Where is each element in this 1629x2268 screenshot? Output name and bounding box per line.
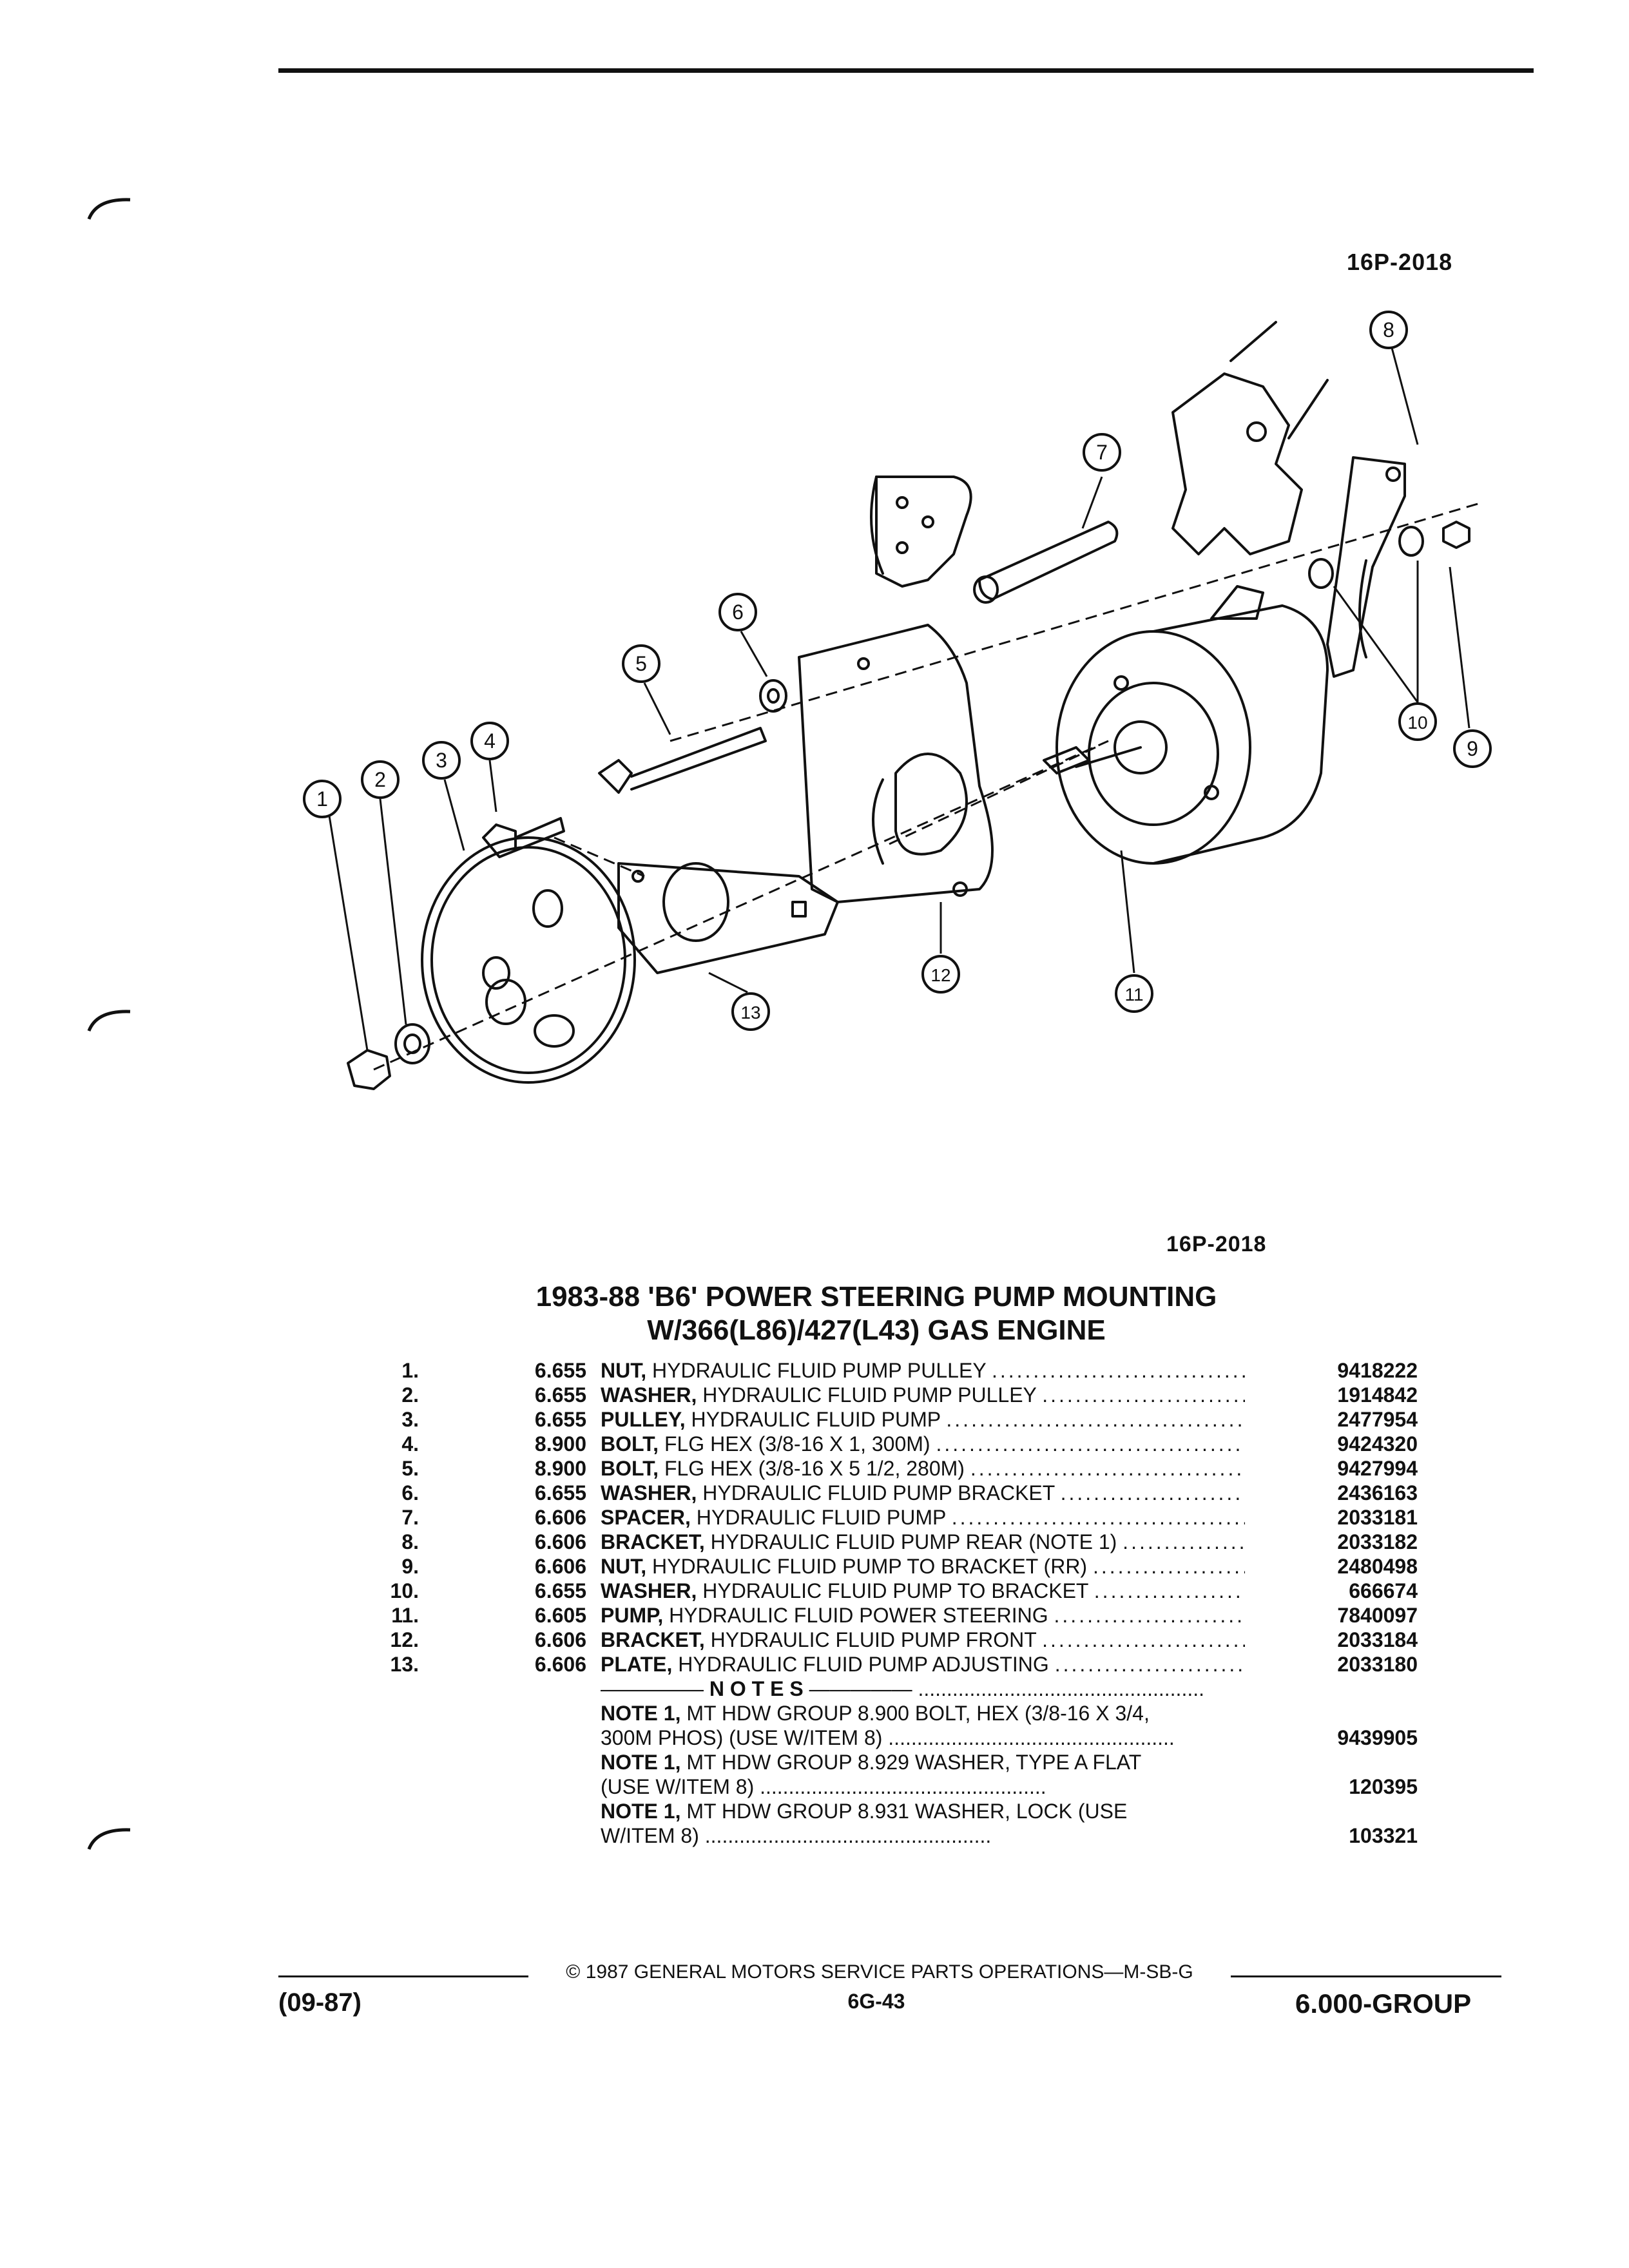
callout-label: 2 <box>374 768 386 791</box>
pulley <box>421 836 636 1084</box>
margin-mark <box>87 1828 131 1850</box>
group-label: 6.000-GROUP <box>1295 1988 1472 2019</box>
exploded-diagram: 1 2 3 4 5 6 7 8 9 10 11 12 13 <box>303 311 1492 1090</box>
notes-header: ————— N O T E S ————— ..................… <box>601 1677 1204 1700</box>
note-item: NOTE 1, MT HDW GROUP 8.900 BOLT, HEX (3/… <box>601 1702 1150 1725</box>
callout-label: 11 <box>1124 985 1143 1004</box>
copyright: © 1987 GENERAL MOTORS SERVICE PARTS OPER… <box>566 1961 1193 1983</box>
callout-label: 7 <box>1096 441 1108 464</box>
page-number: 6G-43 <box>847 1990 905 2013</box>
caption-title: 1983-88 'B6' POWER STEERING PUMP MOUNTIN… <box>535 1281 1217 1312</box>
front-bracket <box>798 624 994 903</box>
note-item: (USE W/ITEM 8) .........................… <box>601 1775 1418 1798</box>
pump-fitting <box>1210 585 1264 620</box>
margin-mark <box>87 1010 131 1032</box>
engine-block <box>1171 372 1303 555</box>
top-rule <box>278 68 1534 73</box>
bolt-short <box>482 823 517 858</box>
footer-rule <box>278 1975 528 1977</box>
callout-label: 13 <box>740 1003 760 1023</box>
callout-label: 3 <box>436 749 447 772</box>
callout-label: 4 <box>484 729 496 753</box>
callout-label: 6 <box>732 601 744 624</box>
adjusting-plate <box>617 862 839 974</box>
bolt-long <box>598 759 633 794</box>
note-item: NOTE 1, MT HDW GROUP 8.929 WASHER, TYPE … <box>601 1751 1142 1774</box>
washer <box>1308 558 1334 589</box>
margin-mark <box>87 198 131 220</box>
note-item: NOTE 1, MT HDW GROUP 8.931 WASHER, LOCK … <box>601 1800 1128 1823</box>
callout-label: 5 <box>635 652 647 675</box>
spacer <box>978 521 1119 601</box>
nut <box>347 1049 391 1090</box>
rear-bracket <box>1326 456 1406 678</box>
callout-label: 8 <box>1383 318 1394 341</box>
figure-code: 16P-2018 <box>1347 249 1453 275</box>
callout-label: 10 <box>1407 713 1427 733</box>
engine-bracket <box>875 476 972 588</box>
pump-body <box>1055 630 1251 865</box>
note-item: W/ITEM 8) ..............................… <box>601 1824 1418 1847</box>
callout-label: 12 <box>930 965 950 985</box>
callout-label: 1 <box>316 787 328 811</box>
figure-code: 16P-2018 <box>1166 1232 1267 1256</box>
caption-subtitle: W/366(L86)/427(L43) GAS ENGINE <box>647 1314 1106 1346</box>
date-code: (09-87) <box>278 1988 361 2017</box>
rear-nut <box>1442 521 1470 549</box>
note-item: 300M PHOS) (USE W/ITEM 8) ..............… <box>601 1726 1418 1749</box>
washer-bracket <box>759 679 787 713</box>
callout-label: 9 <box>1467 737 1478 760</box>
footer-rule <box>1231 1975 1501 1977</box>
